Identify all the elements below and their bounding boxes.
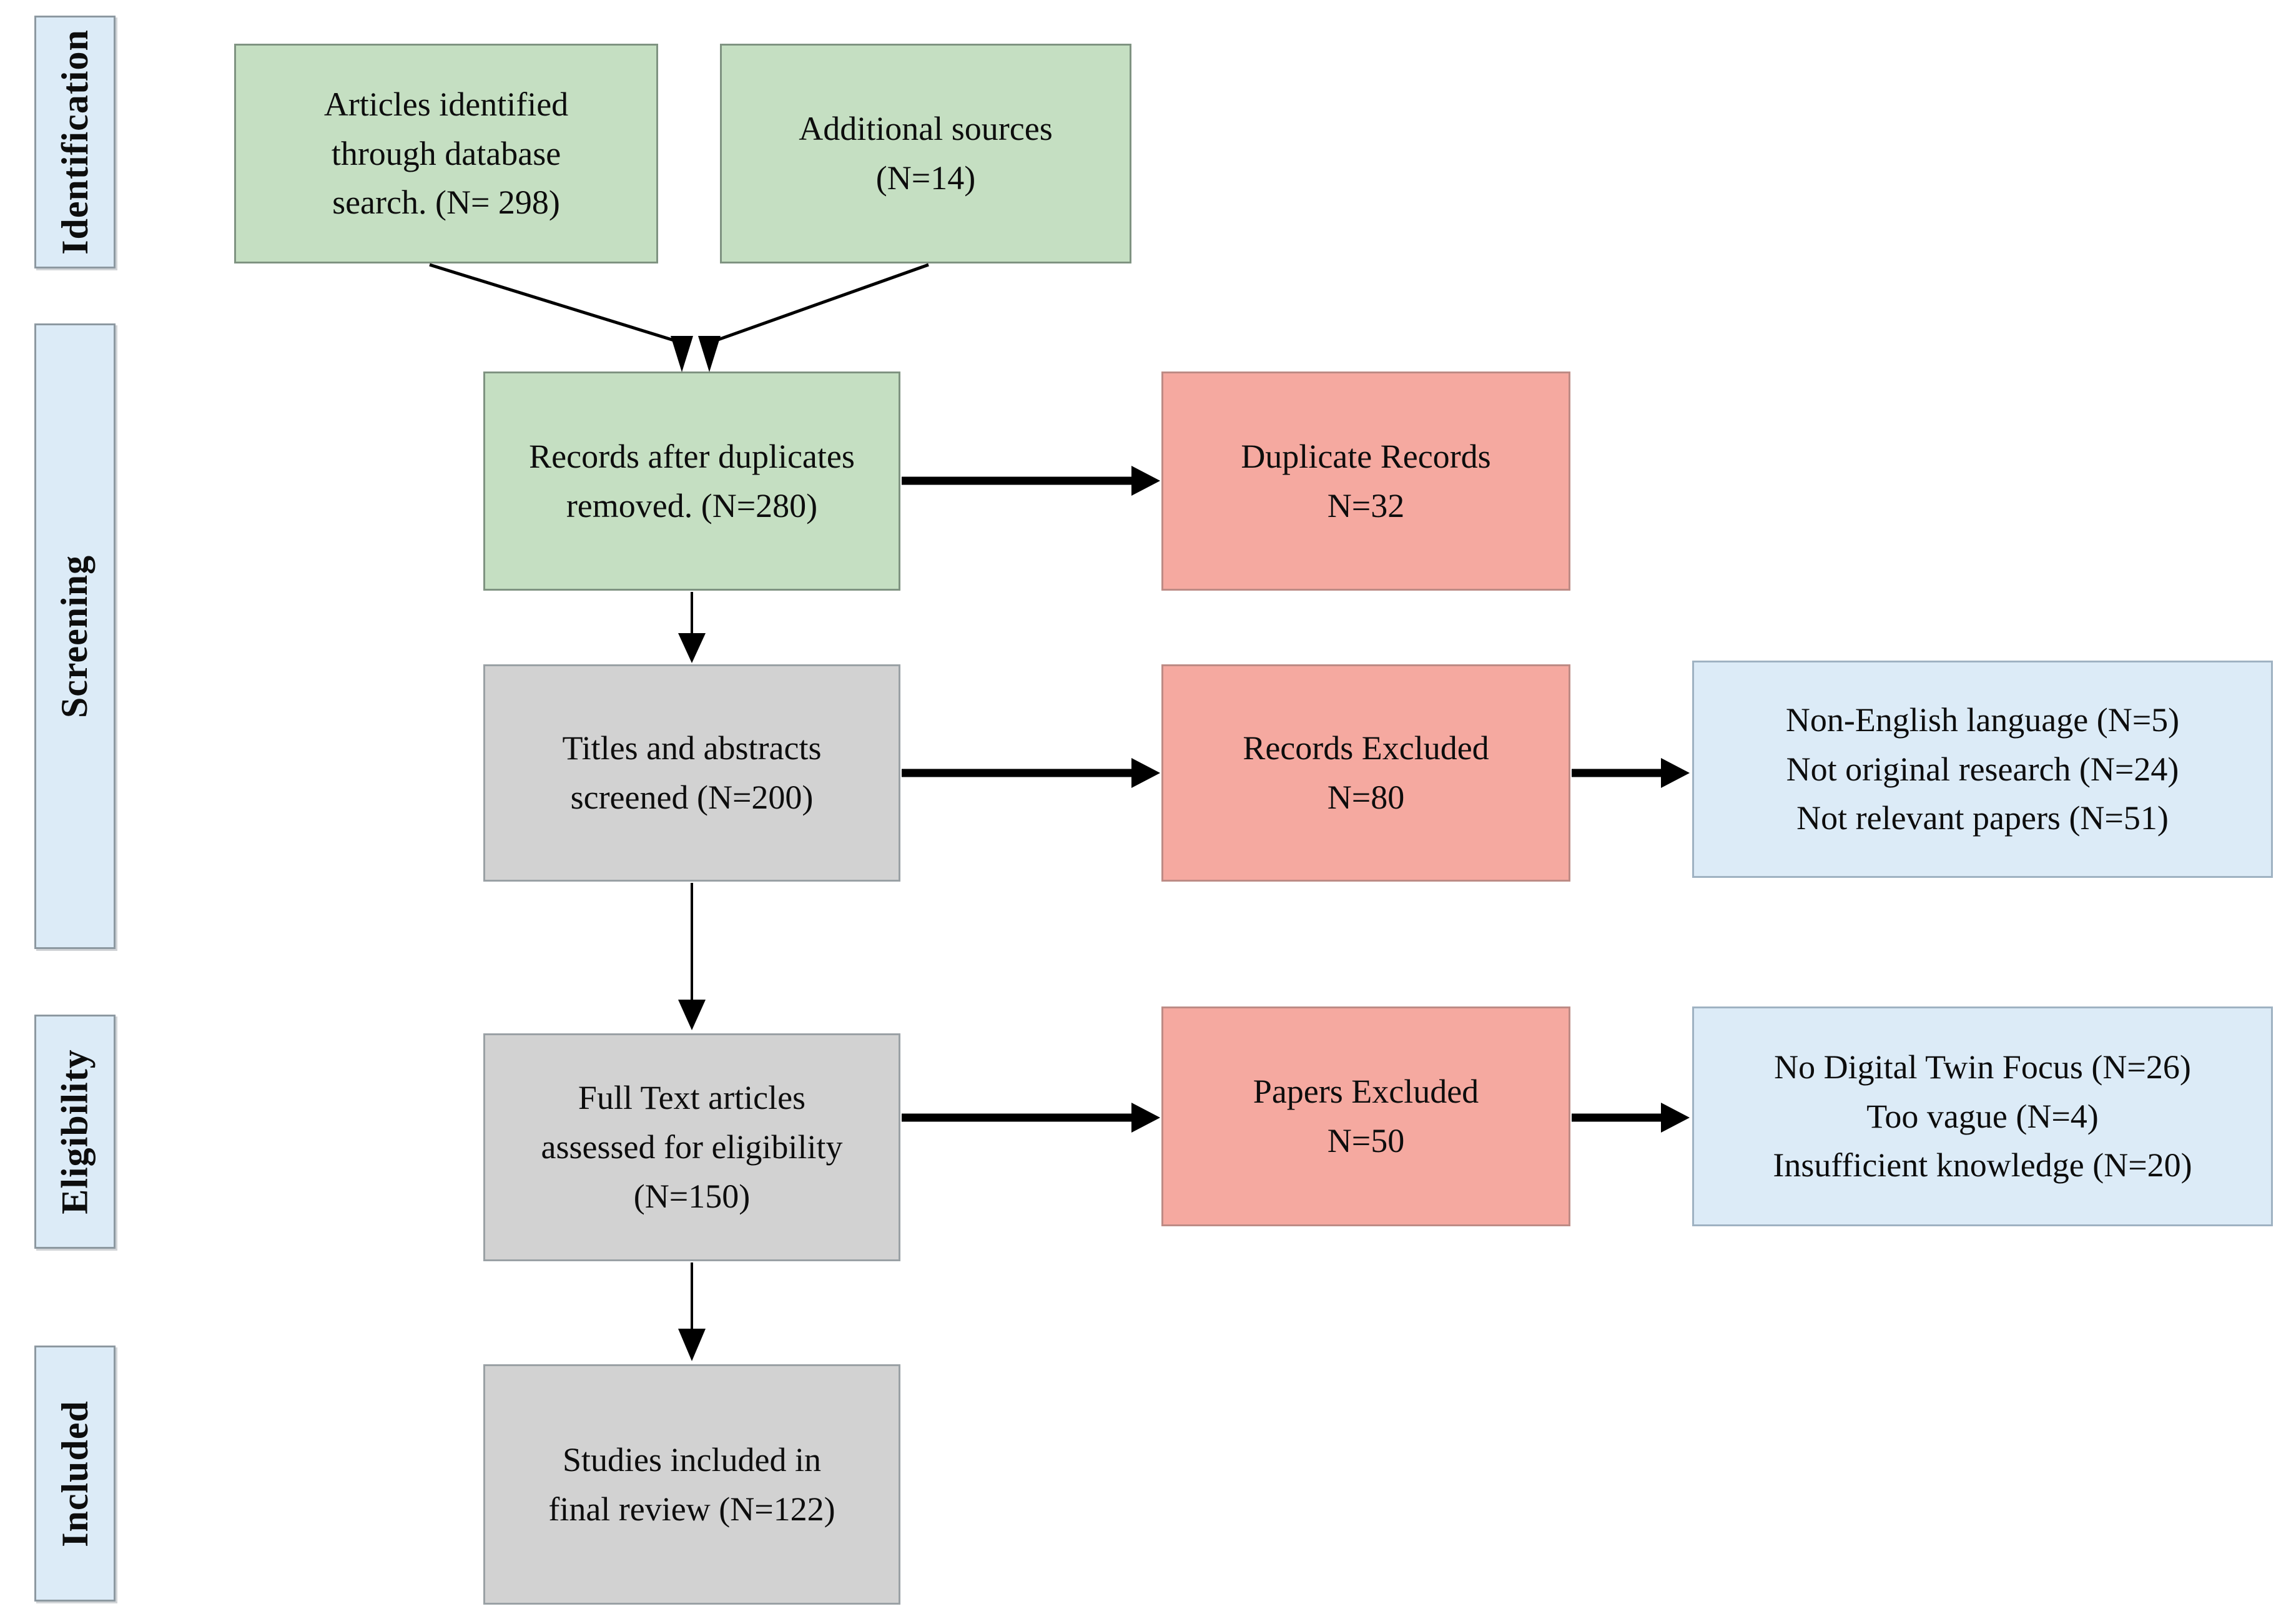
- stage-screening-label: Screening: [54, 554, 96, 718]
- box-studies-included-line1: Studies included in: [563, 1440, 821, 1479]
- arrow-screened-to-fulltext-head: [678, 1000, 706, 1030]
- box-additional-sources-line2: (N=14): [875, 159, 976, 197]
- box-fulltext-assessed: Full Text articles assessed for eligibil…: [483, 1033, 900, 1261]
- box-titles-abstracts-screened: Titles and abstracts screened (N=200): [483, 664, 900, 882]
- stage-identification-label: Identification: [54, 29, 96, 255]
- box-eligibility-exclusion-reasons-line2: Too vague (N=4): [1866, 1097, 2099, 1135]
- box-articles-identified-line2: through database: [331, 134, 561, 172]
- box-records-excluded-line2: N=80: [1327, 779, 1405, 816]
- stage-eligibility: Eligibility: [34, 1015, 116, 1249]
- box-screening-exclusion-reasons-line1: Non-English language (N=5): [1785, 701, 2180, 739]
- stage-screening: Screening: [34, 323, 116, 949]
- box-titles-abstracts-screened-line1: Titles and abstracts: [562, 729, 822, 767]
- stage-eligibility-label: Eligibility: [54, 1049, 96, 1214]
- box-records-excluded: Records Excluded N=80: [1161, 664, 1570, 882]
- arrow-identified-to-dedup-head: [671, 336, 693, 372]
- arrow-papersexcluded-to-reasons-head: [1661, 1103, 1690, 1133]
- box-papers-excluded: Papers Excluded N=50: [1161, 1006, 1570, 1226]
- box-fulltext-assessed-line2: assessed for eligibility: [541, 1128, 843, 1166]
- arrow-additional-to-dedup-line: [709, 263, 929, 345]
- arrow-dedup-to-duplicates-head: [1131, 466, 1160, 496]
- box-articles-identified-line1: Articles identified: [323, 85, 569, 123]
- arrow-screened-to-excluded-head: [1131, 758, 1160, 788]
- box-eligibility-exclusion-reasons: No Digital Twin Focus (N=26) Too vague (…: [1692, 1006, 2273, 1226]
- box-fulltext-assessed-line1: Full Text articles: [578, 1079, 806, 1117]
- box-screening-exclusion-reasons-line2: Not original research (N=24): [1786, 750, 2179, 788]
- box-fulltext-assessed-line3: (N=150): [633, 1177, 751, 1215]
- box-papers-excluded-line1: Papers Excluded: [1253, 1073, 1479, 1111]
- box-duplicate-records: Duplicate Records N=32: [1161, 372, 1570, 591]
- box-studies-included: Studies included in final review (N=122): [483, 1364, 900, 1605]
- stage-included-label: Included: [54, 1400, 96, 1547]
- box-eligibility-exclusion-reasons-line1: No Digital Twin Focus (N=26): [1774, 1048, 2191, 1086]
- box-records-after-duplicates-line1: Records after duplicates: [529, 437, 855, 475]
- box-eligibility-exclusion-reasons-line3: Insufficient knowledge (N=20): [1773, 1146, 2192, 1184]
- box-additional-sources-line1: Additional sources: [799, 110, 1053, 148]
- box-additional-sources: Additional sources (N=14): [720, 44, 1131, 263]
- arrow-additional-to-dedup-head: [698, 336, 721, 372]
- arrow-identified-to-dedup-line: [429, 263, 682, 345]
- stage-identification: Identification: [34, 16, 116, 268]
- box-papers-excluded-line2: N=50: [1327, 1122, 1405, 1159]
- box-articles-identified: Articles identified through database sea…: [234, 44, 658, 263]
- box-titles-abstracts-screened-line2: screened (N=200): [570, 779, 814, 816]
- arrow-fulltext-to-included-head: [678, 1329, 706, 1361]
- arrow-excluded-to-reasons-head: [1661, 758, 1690, 788]
- box-records-after-duplicates-line2: removed. (N=280): [566, 486, 818, 524]
- box-studies-included-line2: final review (N=122): [548, 1490, 835, 1528]
- box-duplicate-records-line1: Duplicate Records: [1241, 437, 1491, 475]
- box-records-after-duplicates: Records after duplicates removed. (N=280…: [483, 372, 900, 591]
- arrow-dedup-to-screened-head: [678, 633, 706, 663]
- box-records-excluded-line1: Records Excluded: [1243, 729, 1489, 767]
- arrow-fulltext-to-papersexcluded-head: [1131, 1103, 1160, 1133]
- box-duplicate-records-line2: N=32: [1327, 486, 1405, 524]
- box-screening-exclusion-reasons: Non-English language (N=5) Not original …: [1692, 661, 2273, 878]
- stage-included: Included: [34, 1346, 116, 1602]
- box-screening-exclusion-reasons-line3: Not relevant papers (N=51): [1796, 799, 2169, 837]
- box-articles-identified-line3: search. (N= 298): [332, 184, 560, 222]
